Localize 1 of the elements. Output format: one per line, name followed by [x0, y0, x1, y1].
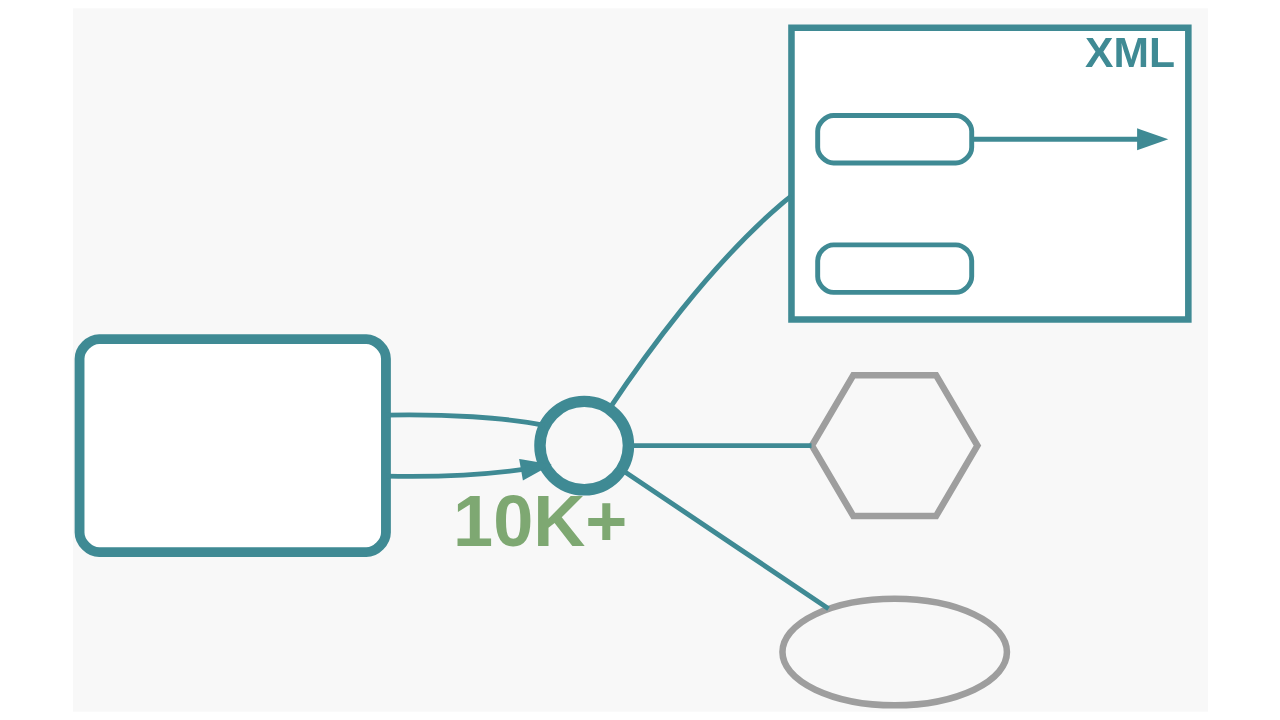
node-label: 10K+: [452, 480, 627, 561]
